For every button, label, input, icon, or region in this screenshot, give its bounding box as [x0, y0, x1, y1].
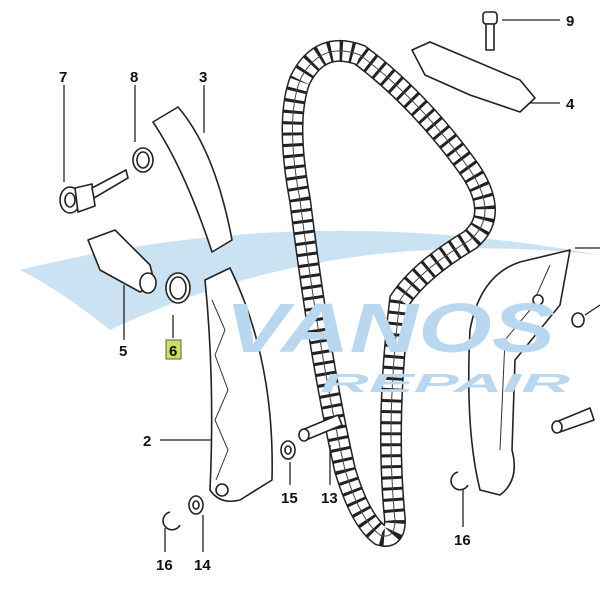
callout-6: 6: [169, 343, 177, 360]
part-3-tensioner-rail: [152, 106, 233, 253]
washer-right: [571, 312, 585, 328]
part-16-circlip-right: [450, 471, 469, 491]
part-6-seal-ring: [165, 272, 191, 304]
watermark-swoosh: [20, 230, 600, 330]
callout-13: 13: [321, 490, 338, 507]
callout-4: 4: [566, 96, 575, 113]
callout-16-left: 16: [156, 557, 173, 574]
watermark-brand: VANOS: [225, 289, 555, 367]
callout-15: 15: [281, 490, 298, 507]
callout-2: 2: [143, 433, 151, 450]
callout-6-highlight: [165, 339, 182, 360]
callout-16-right: 16: [454, 532, 471, 549]
timing-chain: [281, 40, 496, 547]
part-14-washer: [188, 495, 204, 515]
part-5-chain-tensioner: [87, 229, 157, 294]
callout-3: 3: [199, 69, 207, 86]
leader-lines: [63, 19, 600, 552]
watermark-logo: VANOS REPAIR: [225, 289, 571, 398]
watermark-sub: REPAIR: [320, 368, 571, 398]
callout-8: 8: [130, 69, 138, 86]
part-guide-rail-right: [467, 249, 571, 496]
callout-5: 5: [119, 343, 127, 360]
part-9-bolt: [482, 11, 498, 51]
callout-9: 9: [566, 13, 574, 30]
part-8-seal-ring: [132, 147, 154, 173]
callout-7: 7: [59, 69, 67, 86]
part-2-tensioner-rail: [204, 267, 273, 503]
part-15-washer: [280, 440, 296, 460]
part-16-circlip-left: [162, 511, 181, 531]
bolt-right: [551, 407, 595, 434]
part-13-pin: [298, 414, 343, 442]
part-4-guide-rail: [411, 41, 536, 113]
part-7-pin: [59, 169, 129, 214]
callout-14: 14: [194, 557, 211, 574]
